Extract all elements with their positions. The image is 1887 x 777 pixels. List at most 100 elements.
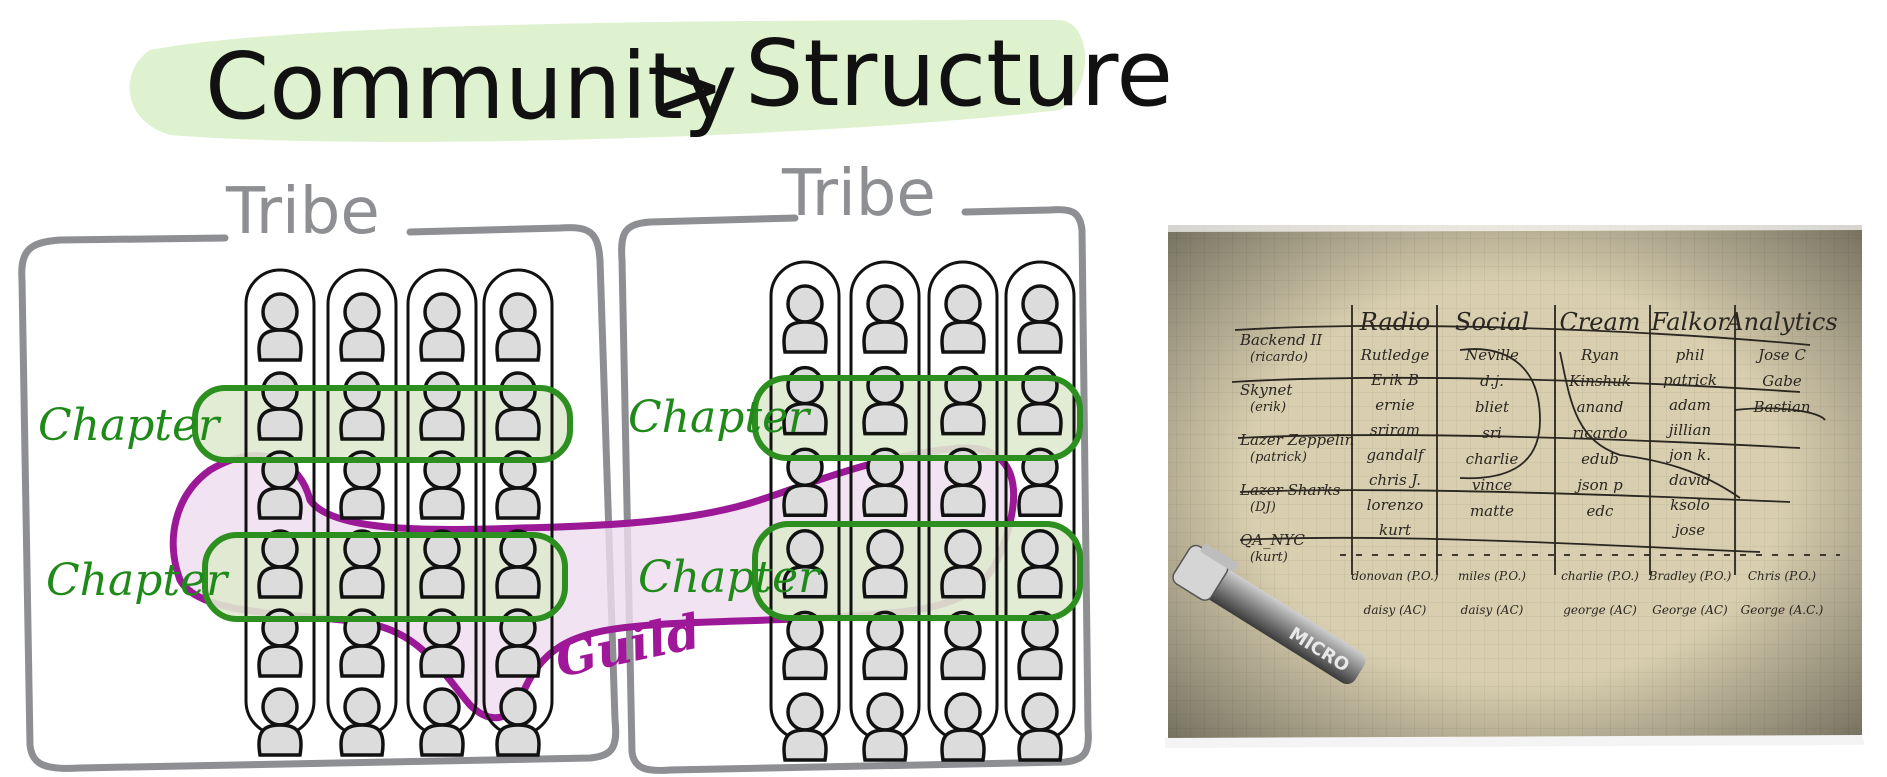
photo-cell-name: bliet	[1475, 398, 1510, 416]
photo-cell-name: Gabe	[1762, 372, 1802, 390]
photo-cell-name: edub	[1581, 450, 1619, 468]
person-icon	[257, 687, 303, 757]
photo-cell-name: Erik B	[1370, 371, 1419, 389]
chapter-outline-left-top	[192, 385, 573, 463]
photo-cell-name: Bastian	[1752, 398, 1810, 416]
photo-footer-note: daisy (AC)	[1364, 603, 1427, 617]
photo-cell-name: Kinshuk	[1568, 372, 1631, 390]
photo-cell-name: d.j.	[1480, 372, 1504, 390]
photo-cell-name: ksolo	[1670, 496, 1710, 514]
photo-cell-name: matte	[1470, 502, 1514, 520]
title-community: Community	[205, 33, 737, 140]
photo-cell-name: vince	[1472, 476, 1512, 494]
squad	[769, 260, 841, 762]
photo-cell-name: anand	[1577, 398, 1624, 416]
photo-cell-name: Rutledge	[1360, 346, 1430, 364]
photo-footer-note: Bradley (P.O.)	[1648, 569, 1732, 583]
photo-row-sub: (kurt)	[1250, 550, 1288, 565]
person-icon	[339, 687, 385, 757]
squads-layer	[244, 260, 1076, 762]
photo-cell-name: lorenzo	[1367, 496, 1423, 514]
person-icon	[862, 284, 908, 354]
photo-cell-name: gandalf	[1366, 446, 1426, 464]
person-icon	[940, 610, 986, 681]
photo-cell-name: sriram	[1370, 421, 1420, 439]
tribe-left: Tribe	[18, 175, 620, 772]
photo-row-sub: (DJ)	[1250, 500, 1276, 515]
photo-cell-name: charlie	[1466, 450, 1519, 468]
photo-row-labels: Backend II(ricardo)Skynet(erik)Lazer Zep…	[1239, 331, 1354, 565]
photo-footer-note: miles (P.O.)	[1458, 569, 1526, 583]
photo-cell-name: Jose C	[1755, 346, 1806, 364]
photo-column-header: Radio	[1359, 308, 1430, 336]
chapter-outline-left-bottom	[202, 532, 568, 622]
title-separator: >	[648, 33, 725, 140]
photo-row-label: Lazer Zeppelin	[1239, 431, 1354, 449]
photo-footer-notes: donovan (P.O.) daisy (AC) miles (P.O.) dais…	[1351, 569, 1823, 617]
squad	[849, 260, 921, 762]
photo-cell-name: edc	[1587, 502, 1614, 520]
chapter-outline-right-top	[752, 375, 1083, 461]
tribe-right: Tribe	[618, 157, 1092, 774]
photo-footer-note: Chris (P.O.)	[1748, 569, 1817, 583]
photo-cell-name: Ryan	[1580, 346, 1619, 364]
person-icon	[419, 687, 465, 757]
photo-row-label: Skynet	[1240, 381, 1293, 399]
person-icon	[495, 687, 541, 757]
photo-column-header: Cream	[1559, 308, 1640, 336]
chapter-label-left-top: Chapter	[38, 400, 222, 451]
photo-cell-name: jillian	[1666, 421, 1711, 439]
sketch-lines	[1231, 305, 1840, 575]
squad	[244, 268, 316, 757]
tribe-right-label: Tribe	[781, 157, 936, 231]
tribe-left-label: Tribe	[225, 175, 380, 249]
person-icon	[419, 292, 465, 362]
person-icon	[1017, 692, 1063, 762]
person-icon	[782, 610, 828, 681]
photo-cell-name: json p	[1574, 476, 1623, 494]
photo-column-header: Falkor	[1650, 308, 1730, 336]
squad	[406, 268, 478, 757]
title-structure: Structure	[745, 20, 1173, 127]
photo-cell-name: ricardo	[1572, 424, 1627, 442]
photo-row-sub: (erik)	[1250, 400, 1286, 415]
person-icon	[940, 284, 986, 354]
photo-cell-name: ernie	[1375, 396, 1415, 414]
photo-cell-name: patrick	[1663, 371, 1717, 389]
photo-cell-name: Neville	[1464, 346, 1519, 364]
person-icon	[495, 292, 541, 362]
person-icon	[1017, 610, 1063, 681]
photo-row-sub: (ricardo)	[1250, 350, 1308, 365]
person-icon	[782, 692, 828, 762]
photo-cell-name: jon k.	[1666, 446, 1711, 464]
photo-footer-note: charlie (P.O.)	[1561, 569, 1639, 583]
chapter-label-left-bottom: Chapter	[46, 555, 230, 606]
photo-row-label: QA_NYC	[1240, 531, 1305, 549]
photo-row-label: Lazer Sharks	[1239, 481, 1341, 499]
chapter-outline-right-bottom	[752, 521, 1083, 621]
pen: MICRO	[1172, 543, 1366, 684]
photo-footer-note: donovan (P.O.)	[1351, 569, 1438, 583]
photo-cell-name: chris J.	[1369, 471, 1421, 489]
person-icon	[339, 292, 385, 362]
person-icon	[1017, 284, 1063, 354]
chapter-outlines	[192, 375, 1083, 622]
person-icon	[782, 284, 828, 354]
person-icon	[862, 692, 908, 762]
photo-cell-name: jose	[1672, 521, 1705, 539]
photo-column-header: Social	[1455, 308, 1529, 336]
photo-cell-name: adam	[1669, 396, 1711, 414]
squad	[1004, 260, 1076, 762]
photo-footer-note: George (AC)	[1652, 603, 1728, 617]
photo-cell-name: sri	[1482, 424, 1502, 442]
squad	[482, 268, 554, 757]
photo-footer-note: daisy (AC)	[1461, 603, 1524, 617]
person-icon	[862, 610, 908, 681]
photo-cell-name: kurt	[1379, 521, 1412, 539]
photo-cell-name: phil	[1676, 346, 1705, 364]
chapter-label-right-bottom: Chapter	[638, 552, 822, 603]
person-icon	[940, 692, 986, 762]
